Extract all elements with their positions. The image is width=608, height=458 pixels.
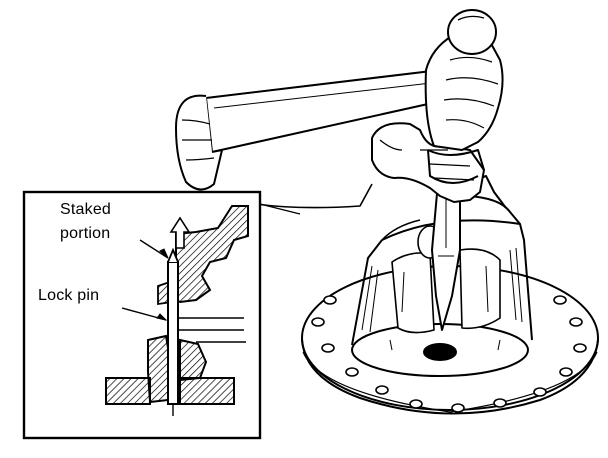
staked-portion-label-line2: portion xyxy=(60,225,111,242)
staked-portion-label-line1: Staked xyxy=(60,201,112,218)
lock-pin-label: Lock pin xyxy=(38,287,100,304)
detail-inset xyxy=(22,190,301,440)
hammer-icon xyxy=(175,9,504,191)
differential-case-icon xyxy=(301,175,599,415)
